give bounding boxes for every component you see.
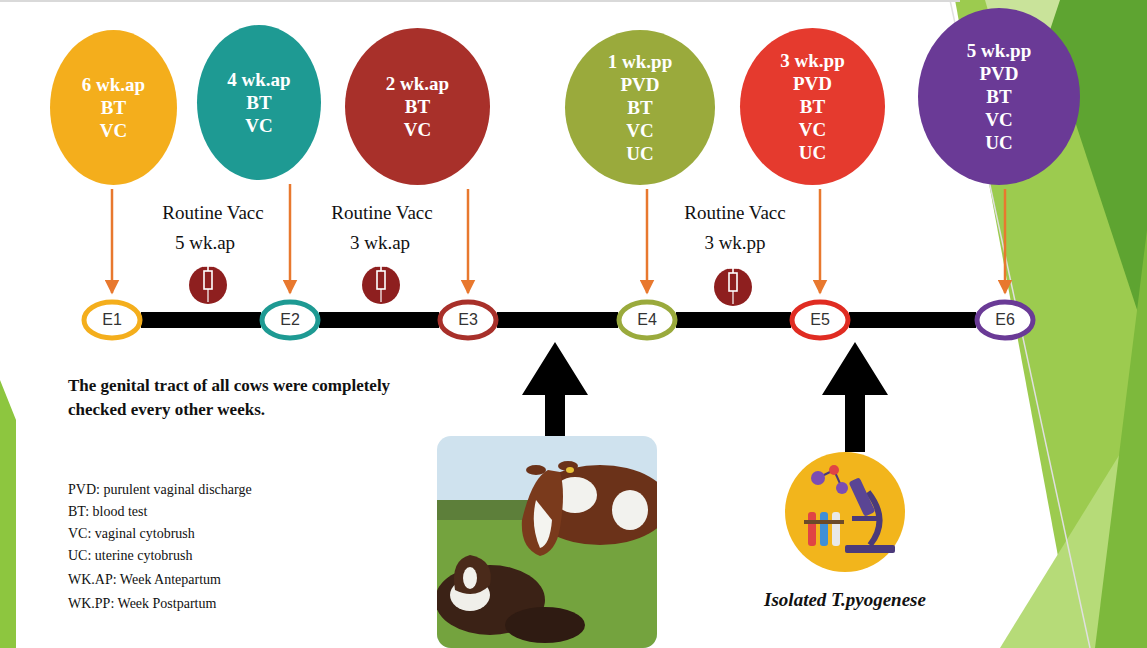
time-label: 5 wk.ap bbox=[130, 232, 280, 254]
down-arrow bbox=[1004, 189, 1007, 293]
node-text: BT bbox=[986, 85, 1011, 108]
cow-photo bbox=[437, 436, 657, 648]
abbreviation: WK.AP: Week Antepartum bbox=[68, 572, 221, 588]
node-text: BT bbox=[800, 95, 825, 118]
node-text: UC bbox=[626, 142, 653, 165]
green-shape bbox=[1095, 230, 1147, 648]
abbreviation: VC: vaginal cytobrush bbox=[68, 526, 195, 542]
green-shape bbox=[0, 380, 16, 648]
node-text: BT bbox=[627, 96, 652, 119]
up-arrow bbox=[822, 342, 888, 452]
syringe-icon bbox=[362, 266, 400, 304]
note-label: Routine Vacc bbox=[138, 202, 288, 224]
node-text: BT bbox=[246, 91, 271, 114]
node-text: E5 bbox=[810, 311, 830, 329]
abbreviation: WK.PP: Week Postpartum bbox=[68, 596, 216, 612]
node-text: UC bbox=[985, 131, 1012, 154]
event-circle: E6 bbox=[974, 299, 1036, 341]
microscope-icon bbox=[785, 452, 905, 572]
event-circle: E3 bbox=[437, 299, 499, 341]
node-text: VC bbox=[245, 114, 272, 137]
node-text: E1 bbox=[102, 311, 122, 329]
time-label: 3 wk.pp bbox=[660, 232, 810, 254]
sampling-circle: 4 wk.apBTVC bbox=[197, 25, 321, 180]
abbreviation: PVD: purulent vaginal discharge bbox=[68, 482, 252, 498]
node-text: VC bbox=[100, 119, 127, 142]
down-arrow bbox=[467, 189, 470, 293]
event-circle: E1 bbox=[81, 299, 143, 341]
abbreviation: BT: blood test bbox=[68, 504, 147, 520]
sampling-circle: 2 wk.apBTVC bbox=[345, 28, 490, 185]
note-text: The genital tract of all cows were compl… bbox=[68, 374, 398, 422]
node-text: VC bbox=[626, 119, 653, 142]
node-text: PVD bbox=[793, 72, 832, 95]
down-arrow bbox=[819, 189, 822, 293]
time-label: 6 wk.ap bbox=[82, 73, 145, 96]
node-text: UC bbox=[799, 141, 826, 164]
event-circle: E5 bbox=[789, 299, 851, 341]
note-label: Routine Vacc bbox=[307, 202, 457, 224]
time-label: 1 wk.pp bbox=[608, 50, 672, 73]
sampling-circle: 5 wk.ppPVDBTVCUC bbox=[918, 8, 1080, 185]
timeline-bar bbox=[319, 312, 439, 328]
node-text: VC bbox=[404, 118, 431, 141]
note-label: Routine Vacc bbox=[660, 202, 810, 224]
syringe-icon bbox=[714, 268, 752, 306]
node-text: E2 bbox=[280, 311, 300, 329]
node-text: BT bbox=[101, 96, 126, 119]
sampling-circle: 6 wk.apBTVC bbox=[50, 30, 177, 185]
time-label: 2 wk.ap bbox=[386, 72, 449, 95]
timeline-bar bbox=[141, 312, 261, 328]
node-text: E3 bbox=[458, 311, 478, 329]
time-label: 4 wk.ap bbox=[227, 68, 290, 91]
node-text: BT bbox=[405, 95, 430, 118]
top-rule bbox=[0, 0, 960, 2]
sampling-circle: 1 wk.ppPVDBTVCUC bbox=[565, 30, 715, 185]
down-arrow bbox=[289, 184, 292, 293]
node-text: PVD bbox=[620, 73, 659, 96]
event-circle: E4 bbox=[616, 299, 678, 341]
time-label: 3 wk.ap bbox=[305, 232, 455, 254]
event-circle: E2 bbox=[259, 299, 321, 341]
timeline-bar bbox=[849, 312, 976, 328]
abbreviation: UC: uterine cytobrush bbox=[68, 548, 192, 564]
node-text: VC bbox=[799, 118, 826, 141]
down-arrow bbox=[646, 189, 649, 293]
caption-label: Isolated T.pyogenese bbox=[735, 589, 955, 611]
down-arrow bbox=[111, 189, 114, 293]
timeline-bar bbox=[497, 312, 618, 328]
syringe-icon bbox=[189, 266, 227, 304]
up-arrow bbox=[522, 342, 588, 440]
node-text: PVD bbox=[979, 62, 1018, 85]
time-label: 3 wk.pp bbox=[780, 49, 844, 72]
sampling-circle: 3 wk.ppPVDBTVCUC bbox=[740, 28, 885, 185]
time-label: 5 wk.pp bbox=[967, 39, 1031, 62]
node-text: VC bbox=[985, 108, 1012, 131]
node-text: E4 bbox=[637, 311, 657, 329]
timeline-bar bbox=[676, 312, 791, 328]
node-text: E6 bbox=[995, 311, 1015, 329]
